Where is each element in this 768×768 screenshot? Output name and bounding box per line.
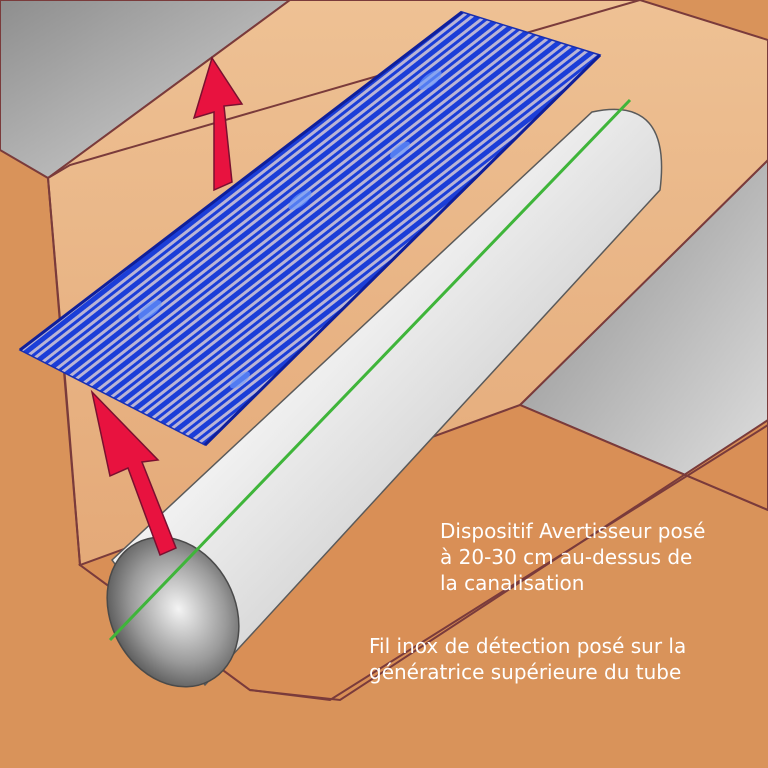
warning-mesh — [18, 10, 602, 447]
caption-warning-line-2: à 20-30 cm au-dessus de — [440, 545, 693, 569]
up-arrow-icon — [90, 389, 177, 557]
caption-detection-wire: Fil inox de détection posé sur la généra… — [369, 633, 686, 685]
caption-warning-device: Dispositif Avertisseur posé à 20-30 cm a… — [440, 518, 705, 596]
caption-wire-line-2: génératrice supérieure du tube — [369, 660, 682, 684]
pipe — [106, 108, 663, 688]
caption-warning-line-3: la canalisation — [440, 571, 585, 595]
caption-wire-line-1: Fil inox de détection posé sur la — [369, 634, 687, 658]
up-arrow-icon — [192, 56, 244, 192]
pipe-end — [106, 536, 240, 688]
detection-wire — [108, 98, 632, 642]
trench-floor-edge — [249, 424, 768, 702]
caption-warning-line-1: Dispositif Avertisseur posé — [440, 519, 706, 543]
